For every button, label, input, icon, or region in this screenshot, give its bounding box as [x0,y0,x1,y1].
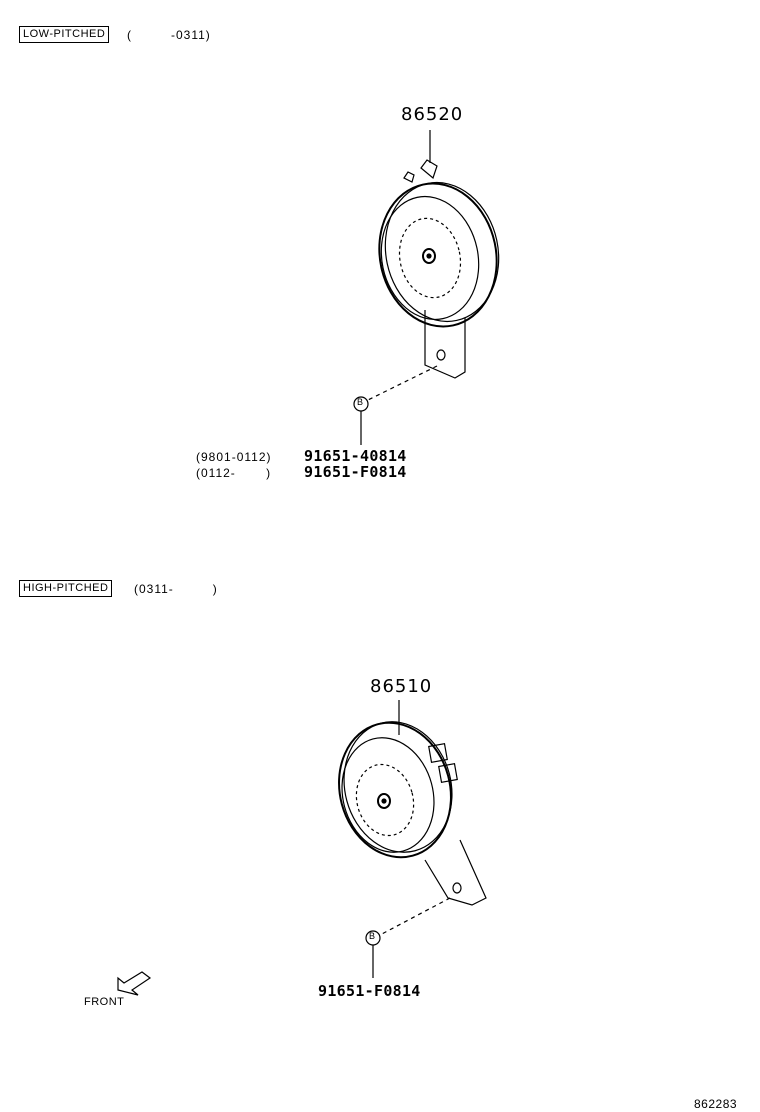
variant-label-low-pitched: LOW-PITCHED [19,26,110,43]
variant-label-high-pitched: HIGH-PITCHED [19,580,113,597]
part-callout-86510[interactable]: 86510 [370,676,433,697]
horn-86520-illustration [353,130,500,445]
fastener-part-number[interactable]: 91651-F0814 [318,982,421,1000]
part-callout-86520[interactable]: 86520 [401,104,464,125]
fastener-date-range: (9801-0112) [196,450,272,464]
variant-date-range-high: (0311- ) [134,582,218,596]
variant-date-range-low: ( -0311) [127,28,211,42]
front-arrow-icon [117,971,152,996]
diagram-number: 862283 [694,1097,738,1111]
fastener-part-number[interactable]: 91651-40814 [304,447,407,465]
fastener-symbol-b: B [369,931,376,941]
front-indicator-label: FRONT [84,996,125,1008]
fastener-part-number[interactable]: 91651-F0814 [304,463,407,481]
fastener-symbol-b: B [357,397,364,407]
horn-86510-illustration [338,700,487,978]
fastener-date-range: (0112- ) [196,466,272,480]
